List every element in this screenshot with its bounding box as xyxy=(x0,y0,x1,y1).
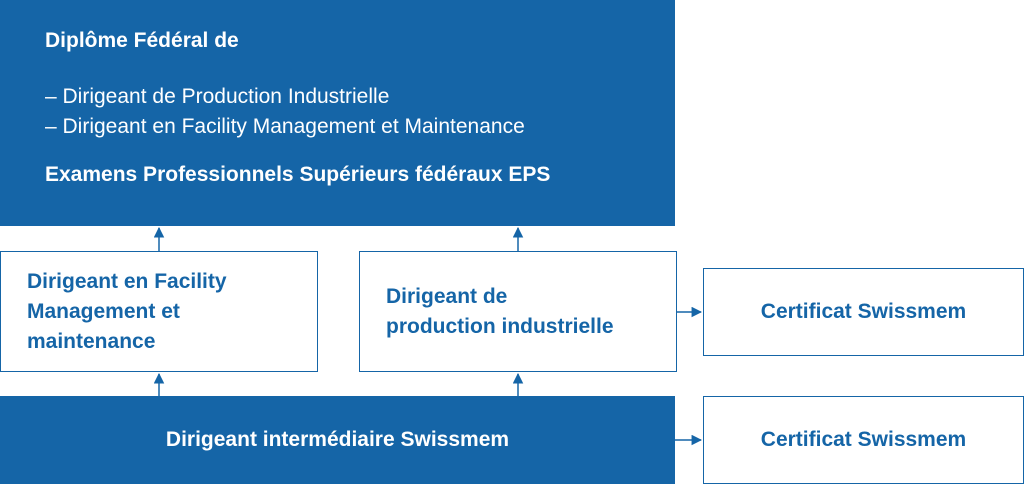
diploma-footer: Examens Professionnels Supérieurs fédéra… xyxy=(45,163,551,186)
certificate-intermediate-label: Certificat Swissmem xyxy=(760,428,967,451)
diploma-item-facility: – Dirigeant en Facility Management et Ma… xyxy=(45,115,525,138)
facility-management-box: Dirigeant en Facility Management et main… xyxy=(0,251,318,372)
certificate-production-box: Certificat Swissmem xyxy=(703,268,1024,356)
production-label: Dirigeant de production industrielle xyxy=(386,284,614,338)
intermediate-box: Dirigeant intermédiaire Swissmem xyxy=(0,396,675,484)
intermediate-label: Dirigeant intermédiaire Swissmem xyxy=(165,428,510,451)
certificate-intermediate-box: Certificat Swissmem xyxy=(703,396,1024,484)
certificate-production-label: Certificat Swissmem xyxy=(760,300,967,323)
diploma-heading: Diplôme Fédéral de xyxy=(45,29,239,52)
production-box: Dirigeant de production industrielle xyxy=(359,251,677,372)
diploma-list: – Dirigeant de Production Industrielle –… xyxy=(45,82,675,142)
facility-management-label: Dirigeant en Facility Management et main… xyxy=(27,269,227,353)
diploma-item-production: – Dirigeant de Production Industrielle xyxy=(45,85,390,108)
diploma-box: Diplôme Fédéral de – Dirigeant de Produc… xyxy=(0,0,675,226)
